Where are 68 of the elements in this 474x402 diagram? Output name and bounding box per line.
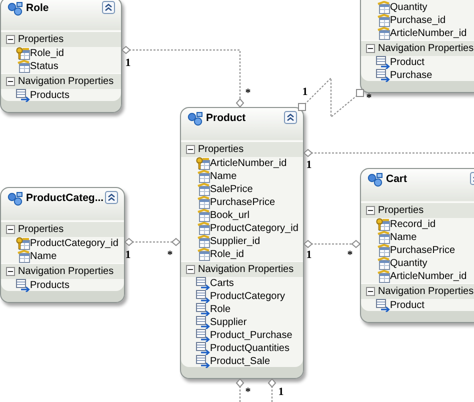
property-name: Supplier_id [210, 235, 260, 248]
navigation-property-name: ProductQuantities [210, 342, 290, 355]
connector [236, 378, 244, 402]
property-name: ProductCategory_id [30, 237, 118, 250]
connector [298, 76, 364, 118]
navigation-property-name: ProductCategory [210, 290, 286, 303]
property-name: Quantity [390, 257, 428, 270]
property-name: Quantity [390, 1, 428, 14]
entity-box [0, 187, 125, 303]
multiplicity-label: * [245, 87, 251, 99]
property-name: Status [30, 60, 58, 73]
property-name: Name [30, 250, 57, 263]
navigation-property-name: Products [30, 279, 70, 292]
section-heading: Navigation Properties [378, 42, 474, 55]
entity-box [0, 0, 122, 113]
property-name: Role_id [30, 47, 64, 60]
property-name: Book_url [210, 209, 250, 222]
multiplicity-label: 1 [125, 57, 131, 69]
entity-title: ProductCateg... [26, 191, 104, 205]
navigation-property-name: Role [210, 303, 231, 316]
property-name: PurchasePrice [390, 244, 456, 257]
multiplicity-label: 1 [278, 386, 284, 398]
property-name: ArticleNumber_id [390, 27, 467, 40]
section-heading: Properties [18, 33, 64, 46]
connector [268, 378, 276, 402]
navigation-property-name: Product [390, 299, 424, 312]
connector [124, 238, 180, 246]
navigation-property-name: Product_Sale [210, 355, 270, 368]
property-name: SalePrice [210, 183, 253, 196]
section-heading: Navigation Properties [18, 75, 114, 88]
multiplicity-label: 1 [306, 249, 312, 261]
navigation-property-name: Purchase [390, 69, 432, 82]
entity-box [360, 168, 474, 323]
multiplicity-label: 1 [125, 249, 131, 261]
multiplicity-label: * [167, 249, 173, 261]
navigation-property-name: Supplier [210, 316, 247, 329]
navigation-property-name: Product_Purchase [210, 329, 292, 342]
multiplicity-label: * [245, 386, 251, 398]
property-name: Name [210, 170, 237, 183]
connector [122, 46, 244, 108]
multiplicity-label: 1 [306, 159, 312, 171]
property-name: Name [390, 231, 417, 244]
section-heading: Navigation Properties [198, 263, 294, 276]
section-heading: Properties [198, 143, 244, 156]
navigation-property-name: Product [390, 56, 424, 69]
entity-title: Role [26, 1, 49, 15]
section-heading: Navigation Properties [18, 265, 114, 278]
multiplicity-label: 1 [302, 86, 308, 98]
navigation-property-name: Products [30, 89, 70, 102]
property-name: Role_id [210, 248, 244, 261]
multiplicity-label: * [347, 249, 353, 261]
property-name: PurchasePrice [210, 196, 276, 209]
property-name: ArticleNumber_id [390, 270, 467, 283]
entity-box [360, 0, 474, 93]
property-name: Purchase_id [390, 14, 446, 27]
entity-title: Product [206, 111, 246, 125]
property-name: Record_id [390, 218, 436, 231]
section-heading: Properties [378, 204, 424, 217]
entity-box [180, 107, 304, 379]
entity-title: Cart [386, 172, 408, 186]
section-heading: Navigation Properties [378, 285, 474, 298]
property-name: ArticleNumber_id [210, 157, 287, 170]
section-heading: Properties [18, 223, 64, 236]
connector [304, 240, 360, 248]
property-name: ProductCategory_id [210, 222, 298, 235]
multiplicity-label: * [366, 92, 372, 104]
connector [304, 149, 474, 157]
navigation-property-name: Carts [210, 277, 234, 290]
